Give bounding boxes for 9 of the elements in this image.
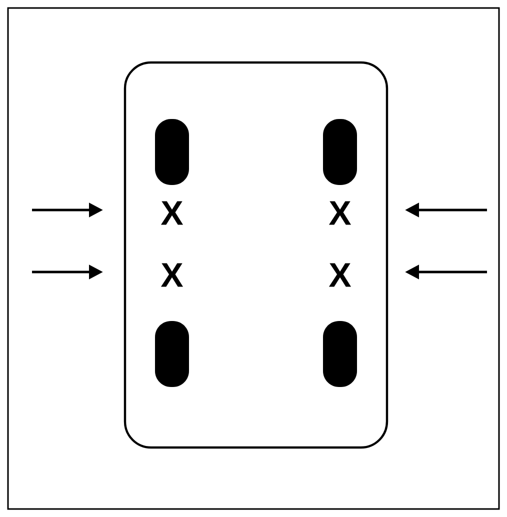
wheel-bar	[155, 321, 189, 387]
rounded-frame	[124, 61, 388, 449]
wheel-bar	[323, 119, 357, 185]
cross-mark: X	[328, 201, 352, 225]
cross-mark: X	[160, 201, 184, 225]
cross-mark: X	[328, 263, 352, 287]
cross-mark: X	[160, 263, 184, 287]
wheel-bar	[323, 321, 357, 387]
wheel-bar	[155, 119, 189, 185]
